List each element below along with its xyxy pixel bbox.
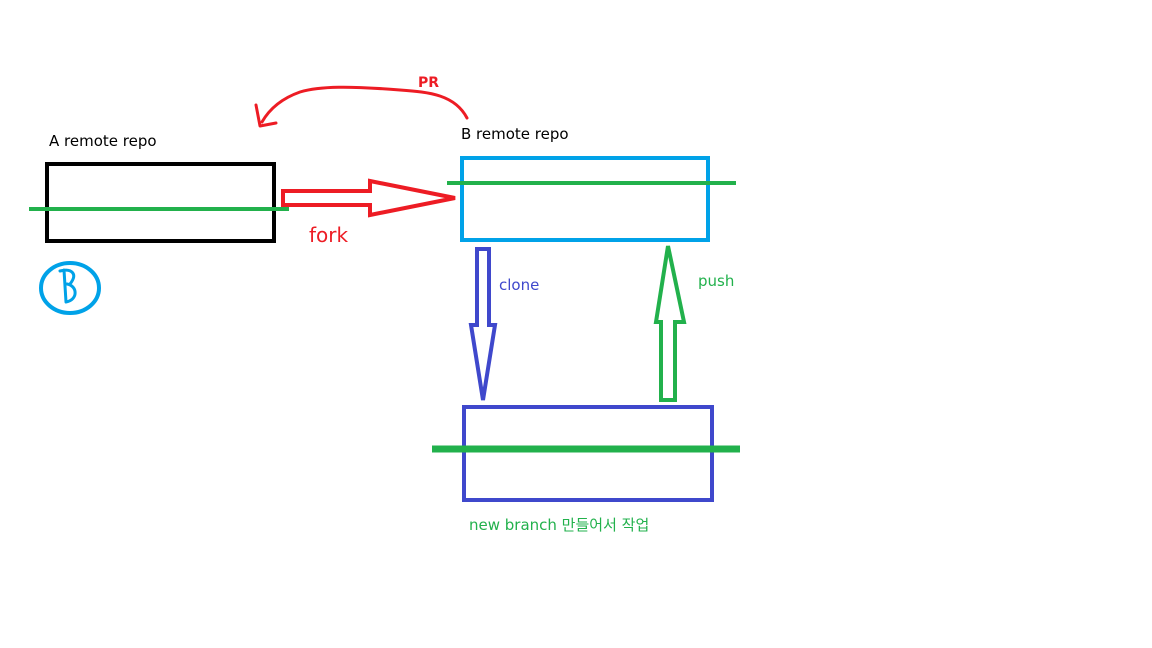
- b-repo-label: B remote repo: [461, 125, 569, 143]
- a-repo-box: [45, 162, 276, 243]
- clone-arrow: [468, 247, 498, 401]
- local-repo-box: [462, 405, 714, 502]
- clone-label: clone: [499, 276, 540, 294]
- pr-label: PR: [418, 75, 440, 91]
- pr-arrow: [260, 85, 469, 124]
- fork-arrow: [281, 178, 456, 218]
- push-arrow: [653, 245, 687, 402]
- new-branch-label: new branch 만들어서 작업: [469, 516, 650, 534]
- pr-arrow-head: [254, 103, 278, 128]
- a-repo-label: A remote repo: [49, 132, 157, 150]
- fork-label: fork: [309, 223, 349, 247]
- push-label: push: [698, 272, 735, 290]
- b-repo-box: [460, 156, 710, 242]
- handwritten-b-circle-icon: [39, 261, 101, 315]
